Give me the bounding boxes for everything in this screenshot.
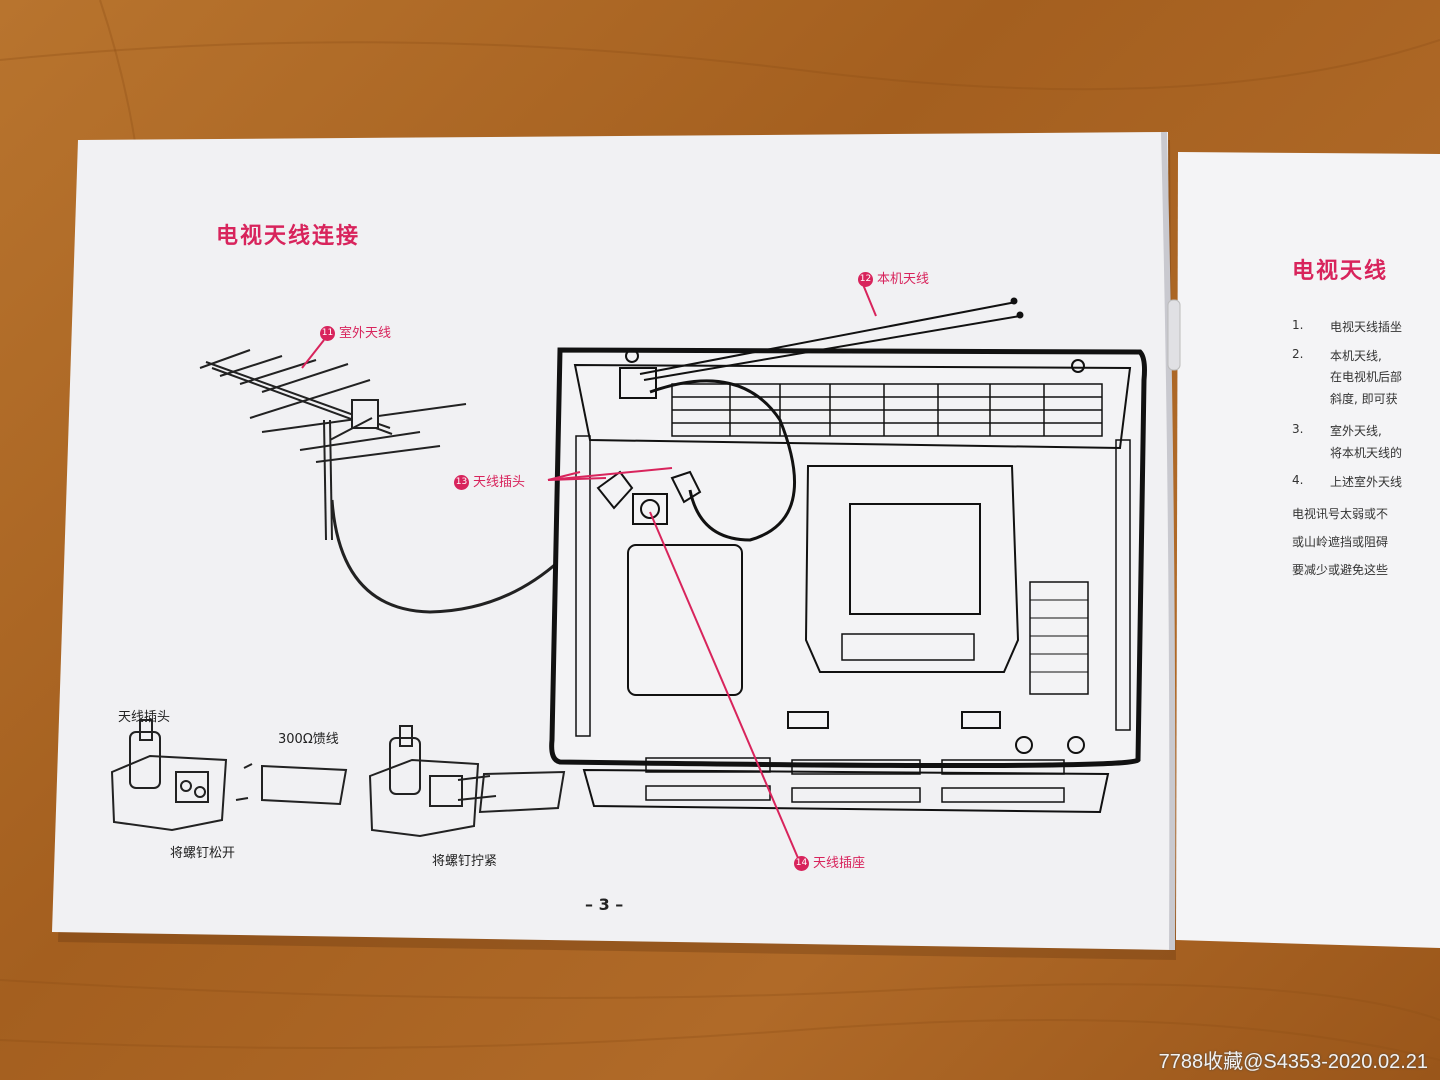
callout-label: 本机天线 bbox=[877, 272, 930, 287]
paragraph-line: 或山岭遮挡或阻碍 bbox=[1292, 535, 1389, 549]
list-item: 将本机天线的 bbox=[1330, 446, 1403, 460]
callout-label: 天线插头 bbox=[473, 475, 526, 490]
callout-label: 天线插座 bbox=[813, 856, 866, 871]
paragraph-line: 要减少或避免这些 bbox=[1292, 563, 1389, 577]
callout-number-badge: 14 bbox=[794, 856, 809, 871]
list-item-num: 1. bbox=[1292, 318, 1304, 332]
list-item-num: 2. bbox=[1292, 347, 1304, 361]
callout-antenna-socket: 14 天线插座 bbox=[794, 852, 865, 871]
list-item: 本机天线, bbox=[1330, 349, 1382, 363]
callout-number-badge: 13 bbox=[454, 475, 469, 490]
label-feeder-300ohm: 300Ω馈线 bbox=[278, 732, 339, 747]
connector-detail-drawings bbox=[110, 719, 566, 838]
callout-outdoor-antenna: 11 室外天线 bbox=[320, 322, 391, 341]
callout-built-in-antenna: 12 本机天线 bbox=[858, 268, 929, 287]
callout-number-badge: 11 bbox=[320, 326, 335, 341]
label-antenna-plug: 天线插头 bbox=[118, 710, 171, 725]
tv-back-drawing bbox=[549, 297, 1147, 814]
page-number: – 3 – bbox=[585, 895, 624, 914]
list-item: 上述室外天线 bbox=[1330, 475, 1403, 489]
right-page bbox=[1176, 152, 1440, 948]
callout-number-badge: 12 bbox=[858, 272, 873, 287]
outdoor-antenna-drawing bbox=[199, 349, 612, 614]
label-loosen-screw: 将螺钉松开 bbox=[170, 846, 236, 861]
list-item-num: 4. bbox=[1292, 473, 1304, 487]
list-item: 电视天线插坐 bbox=[1330, 320, 1403, 334]
page-title: 电视天线连接 bbox=[216, 224, 361, 249]
right-page-title: 电视天线 bbox=[1292, 259, 1389, 284]
list-item: 室外天线, bbox=[1330, 424, 1382, 438]
watermark: 7788收藏@S4353-2020.02.21 bbox=[1158, 1051, 1428, 1073]
list-item: 在电视机后部 bbox=[1330, 370, 1403, 384]
list-item-num: 3. bbox=[1292, 422, 1304, 436]
callout-label: 室外天线 bbox=[339, 326, 392, 341]
label-tighten-screw: 将螺钉拧紧 bbox=[432, 854, 498, 869]
callout-antenna-plug: 13 天线插头 bbox=[454, 471, 525, 490]
paragraph-line: 电视讯号太弱或不 bbox=[1292, 507, 1389, 521]
list-item: 斜度, 即可获 bbox=[1330, 392, 1398, 406]
